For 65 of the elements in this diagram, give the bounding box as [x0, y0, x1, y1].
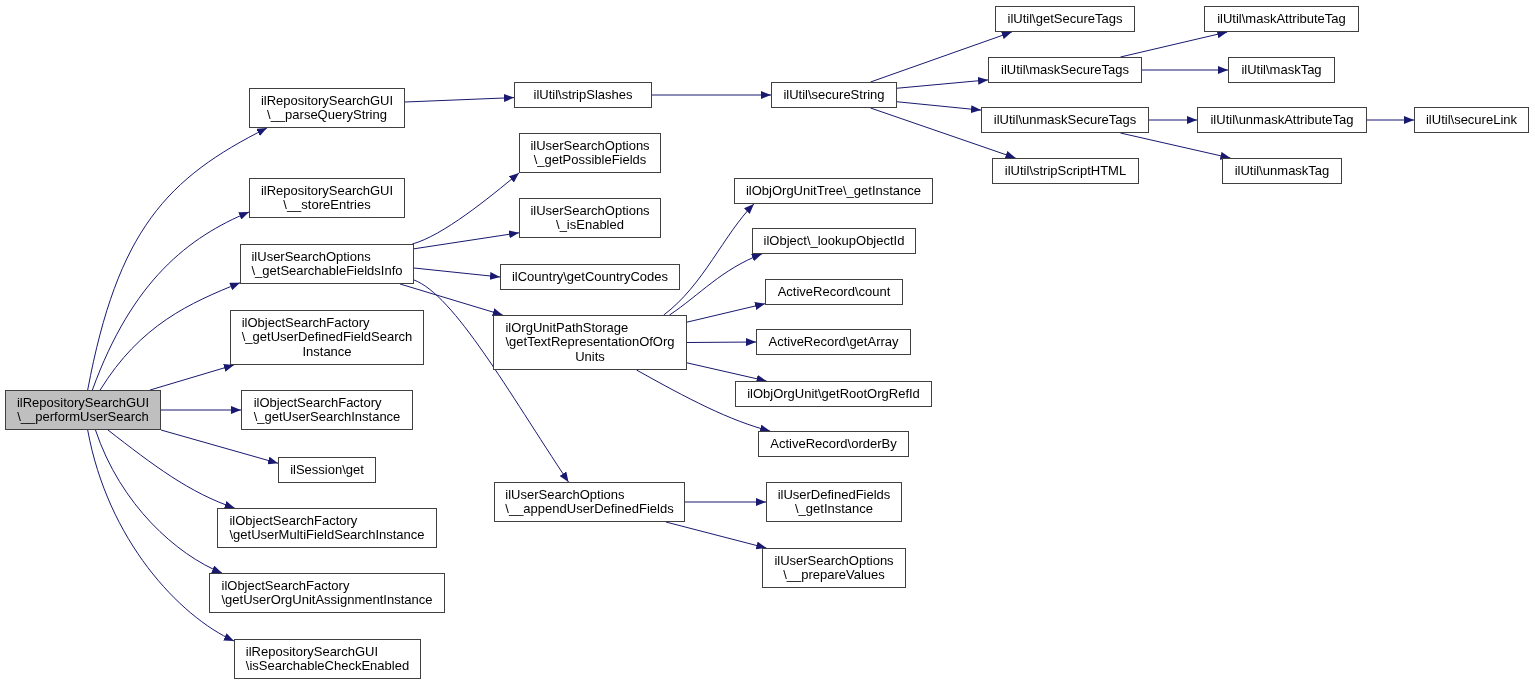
function-box: ilUserSearchOptions \_isEnabled: [519, 198, 661, 238]
function-box: ilSession\get: [278, 457, 376, 483]
function-box: ilUtil\stripSlashes: [514, 82, 652, 108]
function-box: ilUserDefinedFields \_getInstance: [766, 482, 902, 522]
arrow: [404, 94, 515, 103]
arrow: [411, 172, 520, 245]
function-box: ilRepositorySearchGUI \__performUserSearch: [5, 390, 161, 430]
arrow: [99, 282, 241, 391]
arrow: [413, 279, 569, 483]
function-box: ilUtil\maskTag: [1228, 57, 1335, 83]
arrow: [896, 76, 989, 89]
function-box: ilRepositorySearchGUI \isSearchableCheckEnabled: [234, 639, 421, 679]
function-box: ilObjectSearchFactory \getUserMultiFieldSearchInstance: [217, 508, 437, 548]
function-box: ActiveRecord\getArray: [756, 329, 911, 355]
arrow: [686, 302, 766, 323]
arrow: [413, 267, 501, 280]
function-box: ilRepositorySearchGUI \__parseQueryString: [249, 88, 405, 128]
function-box: ilObjectSearchFactory \_getUserDefinedFieldSearch Instance: [230, 310, 424, 365]
arrow: [87, 127, 268, 391]
arrow: [1148, 116, 1198, 124]
arrow: [149, 364, 235, 391]
arrow: [1366, 116, 1415, 124]
arrow: [663, 203, 755, 316]
arrow: [870, 107, 1016, 159]
function-box: ilObject\_lookupObjectId: [752, 228, 916, 254]
arrow: [413, 230, 520, 250]
function-box: ilUserSearchOptions \_getPossibleFields: [519, 133, 661, 173]
function-box: ilObjectSearchFactory \getUserOrgUnitAssignmentInstance: [209, 573, 445, 613]
function-box: ilUtil\unmaskSecureTags: [981, 107, 1149, 133]
function-box: ActiveRecord\orderBy: [758, 431, 909, 457]
function-box: ilUserSearchOptions \__appendUserDefinedFields: [494, 482, 685, 522]
arrow: [107, 429, 236, 509]
function-box: ilObjectSearchFactory \_getUserSearchInstance: [241, 390, 413, 430]
function-box: ilUtil\maskSecureTags: [988, 57, 1142, 83]
arrow: [686, 338, 757, 347]
arrow: [91, 211, 250, 391]
arrow: [1141, 66, 1229, 74]
function-box: ActiveRecord\count: [765, 279, 903, 305]
arrow: [399, 283, 504, 316]
arrow: [686, 362, 767, 383]
function-box: ilUtil\secureString: [771, 82, 897, 108]
arrow: [684, 498, 767, 506]
function-box: ilObjOrgUnitTree\_getInstance: [734, 178, 933, 204]
function-box: ilRepositorySearchGUI \__storeEntries: [249, 178, 405, 218]
function-box: ilUtil\maskAttributeTag: [1204, 6, 1359, 32]
function-box: ilUserSearchOptions \__prepareValues: [762, 548, 906, 588]
function-box: ilUserSearchOptions \_getSearchableFieldsInfo: [240, 244, 414, 284]
arrow: [160, 406, 242, 414]
arrow: [665, 521, 767, 550]
arrow: [669, 253, 763, 316]
arrow: [870, 31, 1013, 83]
function-box: ilOrgUnitPathStorage \getTextRepresentationOfOrg Units: [493, 315, 687, 370]
arrow: [636, 369, 771, 433]
function-box: ilUtil\secureLink: [1414, 107, 1529, 133]
arrow: [651, 91, 772, 99]
arrow: [87, 429, 235, 642]
arrow: [896, 101, 982, 114]
function-box: ilUtil\unmaskTag: [1222, 158, 1342, 184]
function-box: ilObjOrgUnit\getRootOrgRefId: [735, 381, 932, 407]
function-box: ilCountry\getCountryCodes: [500, 264, 680, 290]
arrow: [95, 429, 223, 574]
function-box: ilUtil\stripScriptHTML: [992, 158, 1139, 184]
arrow: [160, 429, 279, 465]
function-box: ilUtil\getSecureTags: [995, 6, 1135, 32]
function-box: ilUtil\unmaskAttributeTag: [1197, 107, 1367, 133]
